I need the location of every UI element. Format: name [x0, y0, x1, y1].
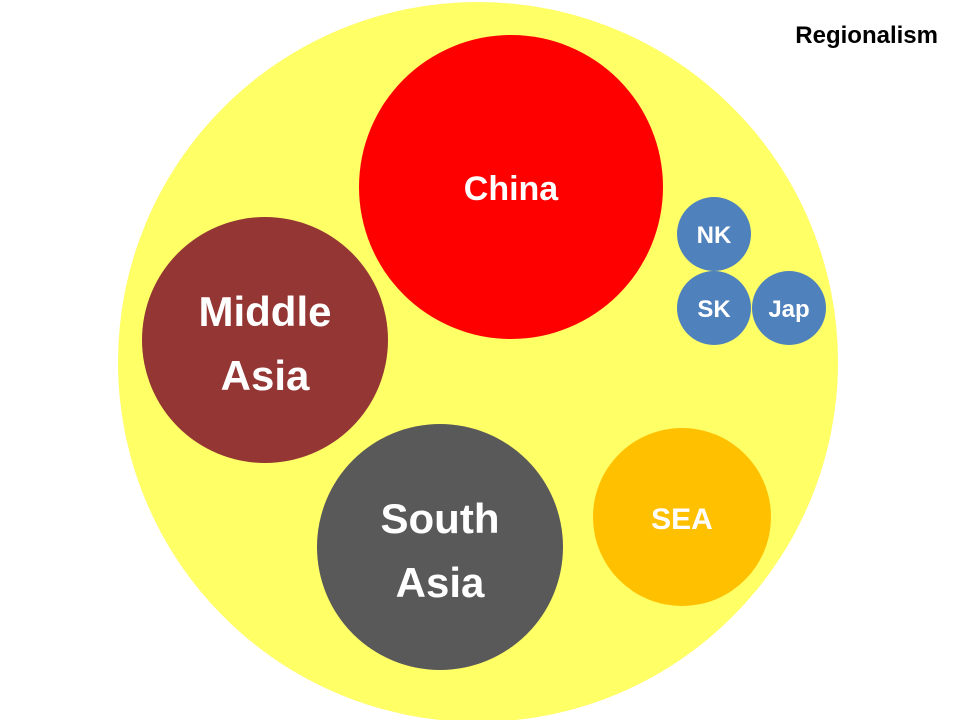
sea-circle	[593, 428, 771, 606]
diagram-title: Regionalism	[795, 22, 938, 49]
middle-asia-label-line1: Middle	[199, 288, 332, 335]
middle-asia-label-line2: Asia	[221, 352, 310, 399]
sk-circle	[677, 271, 751, 345]
south-asia-label-line2: Asia	[396, 559, 485, 606]
middle-asia-circle	[142, 217, 388, 463]
nk-label: NK	[697, 222, 732, 249]
south-asia-circle	[317, 424, 563, 670]
south-asia-label-line1: South	[381, 495, 500, 542]
nk-circle	[677, 197, 751, 271]
china-label: China	[464, 170, 560, 208]
sk-label: SK	[697, 296, 731, 323]
jap-circle	[752, 271, 826, 345]
sea-label: SEA	[651, 503, 713, 536]
china-circle	[359, 35, 663, 339]
jap-label: Jap	[768, 296, 809, 323]
